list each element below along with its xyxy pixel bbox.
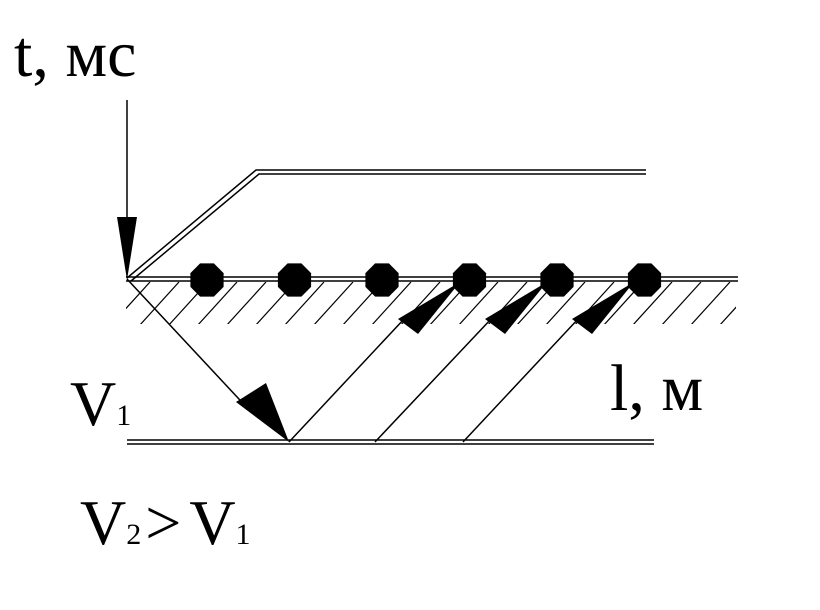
hatch-stroke	[314, 282, 354, 324]
receiver-dot-icon	[452, 263, 487, 297]
hatch-stroke	[140, 282, 180, 324]
receiver-dot-icon	[365, 263, 399, 297]
hatch-stroke	[372, 282, 412, 324]
time-axis-arrowhead	[117, 217, 137, 280]
hatch-stroke	[546, 282, 586, 324]
refracted-ray-arrowhead-1	[398, 282, 460, 334]
hatch-stroke	[633, 282, 673, 324]
layer-velocity-label: V1	[70, 368, 131, 439]
refracted-rays	[288, 317, 580, 443]
hatch-stroke	[198, 282, 238, 324]
hatch-stroke	[691, 282, 731, 324]
hatch-stroke	[459, 282, 499, 324]
receivers	[190, 263, 662, 297]
hatch-stroke	[662, 282, 702, 324]
hatch-stroke	[227, 282, 267, 324]
receiver-dot-icon	[277, 263, 312, 297]
receiver-dot-icon	[627, 263, 662, 297]
receiver-dot-icon	[540, 263, 574, 297]
hatch-stroke	[126, 282, 151, 310]
refracted-ray-arrowhead-3	[572, 282, 634, 334]
downgoing-ray	[126, 278, 253, 414]
refracted-ray-arrowheads	[398, 282, 634, 334]
refracted-ray-arrowhead-2	[485, 282, 547, 334]
velocity-relation: V2>V1	[80, 487, 251, 558]
refracting-boundary	[127, 439, 654, 445]
receiver-dot-icon	[190, 263, 224, 297]
downgoing-ray-arrowhead	[236, 383, 289, 442]
time-axis-label: t, мс	[14, 18, 136, 91]
distance-axis-label: l, м	[610, 352, 703, 425]
travel-time-curve	[126, 169, 646, 282]
hatch-stroke	[720, 306, 736, 324]
hatch-stroke	[285, 282, 325, 324]
